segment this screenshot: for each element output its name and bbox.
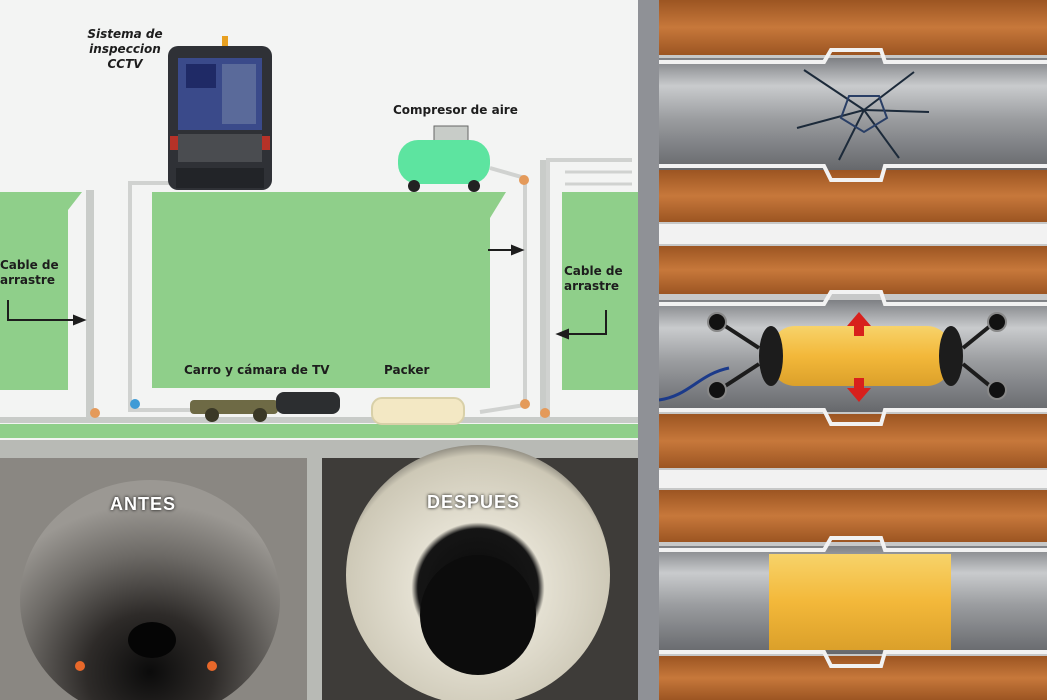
camera-cart-label: Carro y cámara de TV <box>184 363 330 377</box>
inflated-packer <box>771 326 951 386</box>
pipe-repair-stages <box>659 0 1047 700</box>
system-label: Sistema de inspeccion CCTV <box>87 27 163 71</box>
rehabilitation-diagram: Sistema de inspeccion CCTV Compresor de … <box>0 0 638 440</box>
ground-left <box>0 192 82 390</box>
ground-right <box>562 192 638 390</box>
cable-left-label: Cable de arrastre <box>0 258 59 287</box>
packer-label: Packer <box>384 363 430 377</box>
air-hose <box>479 166 527 414</box>
after-label: DESPUES <box>427 492 521 512</box>
arrow-left <box>7 300 87 326</box>
cable-cctv <box>128 181 190 412</box>
pipes-graphics <box>659 0 1047 700</box>
stage-repaired-pipe <box>659 490 1047 700</box>
before-after-photos: ANTES DESPUES <box>0 440 638 700</box>
ground-center <box>152 192 506 388</box>
packer <box>371 397 465 425</box>
cctv-van <box>168 36 272 190</box>
cable-right <box>546 158 632 410</box>
manhole-left <box>86 190 94 418</box>
cured-liner <box>769 554 951 650</box>
cable-right-label: Cable de arrastre <box>564 264 623 293</box>
manhole-right <box>540 160 550 418</box>
before-label: ANTES <box>110 494 177 514</box>
air-compressor <box>398 125 490 192</box>
arrow-right <box>555 310 607 340</box>
arrow-center <box>488 244 525 256</box>
compressor-label: Compresor de aire <box>393 103 518 117</box>
stage-cracked-pipe <box>659 0 1047 222</box>
sewer-floor <box>0 424 638 438</box>
crack-pattern <box>796 69 930 161</box>
photos-graphics <box>0 445 638 700</box>
pressure-arrows <box>847 312 871 402</box>
camera-cart <box>190 392 340 422</box>
stage-packer-inflation <box>659 246 1047 468</box>
diagram-graphics <box>0 36 638 438</box>
